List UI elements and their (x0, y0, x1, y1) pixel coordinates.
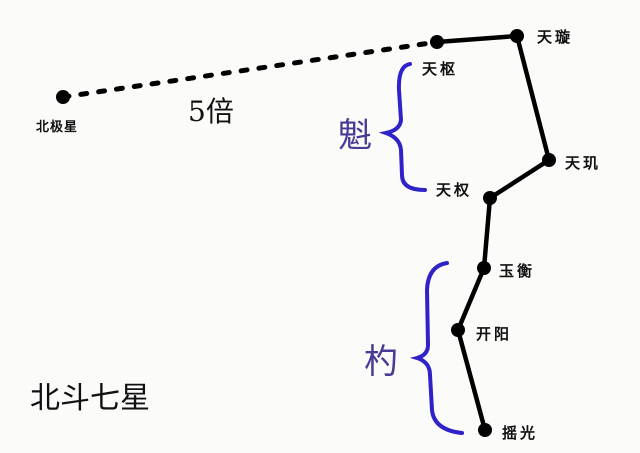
kui-brace (378, 62, 427, 192)
group-label-kui: 魁 (338, 116, 372, 156)
star-yaoguang (478, 423, 492, 437)
label-kaiyang: 开阳 (476, 325, 513, 343)
group-label-shao: 杓 (364, 342, 398, 382)
label-tianxuan: 天璇 (537, 28, 574, 46)
diagram-title: 北斗七星 (30, 381, 150, 416)
label-tianji: 天玑 (565, 154, 602, 172)
star-tianji (542, 153, 556, 167)
star-polaris (56, 90, 70, 104)
pointer-dotted-line (60, 39, 440, 100)
star-yuheng (477, 261, 491, 275)
label-yaoguang: 摇光 (502, 424, 539, 442)
star-tianshu (430, 35, 444, 49)
star-tianxuan (510, 29, 524, 43)
label-polaris: 北极星 (36, 120, 79, 135)
label-tianshu: 天枢 (422, 60, 459, 78)
label-yuheng: 玉衡 (499, 262, 536, 280)
star-kaiyang (451, 323, 465, 337)
label-tianquan: 天权 (436, 181, 473, 199)
constellation-line (436, 33, 552, 431)
star-tianquan (483, 191, 497, 205)
shao-brace (409, 261, 464, 435)
ratio-label: 5倍 (188, 95, 234, 128)
